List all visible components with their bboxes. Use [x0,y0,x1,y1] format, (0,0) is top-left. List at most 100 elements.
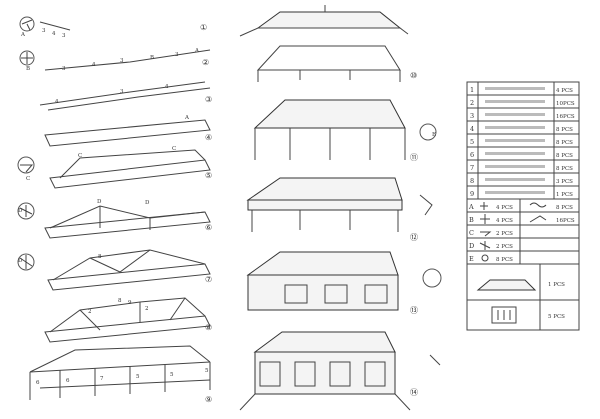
step-8-frame: 2 8 9 2 ⑧ [44,297,212,343]
sidewall-window-glyph [497,310,511,320]
label-5: 5 [170,372,174,378]
label-2: 2 [88,309,92,315]
connector-c-icon [20,164,34,173]
canopy-roof [246,251,399,276]
label-c: C [26,176,30,182]
step-number-1: ① [200,23,207,32]
pole-segment [39,21,71,31]
step-number-4: ④ [205,133,212,142]
label-b: B [150,55,154,61]
step-number-10: ⑩ [410,71,417,80]
stake-detail [429,354,441,366]
cover-glyph [476,279,537,291]
label-3: 3 [120,89,124,95]
connector-qty-e: 8 PCS [496,257,513,263]
part-no-1: 1 [470,86,474,94]
step-1-frame: A 3 4 3 ① [19,16,207,39]
connector-a-glyph [480,202,488,210]
label-8: 8 [98,254,102,260]
connector-rows: A 4 PCS 8 PCS B 4 PCS 16PCS C 2 PCS D 2 … [467,199,579,265]
label-a: A [194,48,200,54]
connector-id-b: B [469,216,474,224]
window [294,361,316,387]
label-d: D [18,258,23,264]
canopy-cover [256,11,402,29]
label-a: A [20,32,26,38]
part-no-3: 3 [470,112,474,120]
part-qty-5: 8 PCS [556,140,573,146]
connector-qty-d: 2 PCS [496,244,513,250]
canopy-roof [246,177,403,201]
part-no-4: 4 [470,125,474,133]
label-d: D [18,208,23,214]
step-number-5: ⑤ [205,171,212,180]
step-2-frame: B 3 4 3 B 3 A ② [19,48,211,72]
step-number-9: ⑨ [205,395,212,404]
base-rectangle [44,119,211,147]
pole-glyph [485,152,545,155]
window [364,361,386,387]
label-d: D [145,200,150,206]
step-13-walls: ⑬ [246,251,442,315]
connector-b-glyph [480,214,490,224]
step-number-12: ⑫ [410,233,418,242]
frame-outline [256,45,401,71]
connector-d-glyph [479,241,491,250]
connector-d-callout [17,253,35,271]
legs [29,362,211,400]
connector-e-callout [419,123,437,141]
part-qty-6: 8 PCS [556,153,573,159]
label-e: E [432,132,436,138]
connector-id-d: D [469,242,474,250]
eave-line [29,361,211,373]
part-qty-9: 1 PCS [556,192,573,198]
label-b: B [26,66,30,72]
legs [254,128,406,160]
step-3-frame: 4 3 4 ③ [39,81,212,111]
roof-truss [52,249,206,281]
valance [247,199,403,211]
window [324,284,348,304]
pole-glyph [485,178,545,181]
connector-qty-b: 4 PCS [496,218,513,224]
part-qty-8: 3 PCS [556,179,573,185]
ridge-line [59,149,206,179]
connector-qty-c: 2 PCS [496,231,513,237]
step-number-2: ② [202,58,209,67]
rafters [79,297,186,331]
label-d: D [97,199,102,205]
step-12-tent: ⑫ [246,177,433,242]
step-number-6: ⑥ [205,223,212,232]
window [284,284,308,304]
cover-qty: 1 PCS [548,282,565,288]
sidewall-qty: 5 PCS [548,314,565,320]
connector-c-callout [17,156,35,174]
label-9: 9 [128,300,132,306]
part-no-8: 8 [470,177,474,185]
parts-table: 1 4 PCS 2 10PCS 3 16PCS 4 8 PCS 5 8 PCS … [466,81,580,331]
part-no-2: 2 [470,99,474,107]
cover-row: 1 PCS 5 PCS [467,264,579,330]
hook-glyph [529,215,547,223]
connector-id-c: C [469,229,474,237]
connector-qty-a: 4 PCS [496,205,513,211]
step-4-frame: A ④ [44,115,212,147]
label-7: 7 [100,376,104,382]
step-10-canopy: ⑩ [239,5,417,82]
label-5: 5 [136,374,140,380]
side-wall [247,274,399,311]
table-border [466,81,580,331]
part-qty-3: 16PCS [556,114,575,120]
part-no-6: 6 [470,151,474,159]
label-4: 4 [52,31,56,37]
brace-line [39,379,211,389]
canopy-cover [253,99,406,129]
base-rectangle [44,211,211,239]
step-number-11: ⑪ [410,153,418,162]
step-number-8: ⑧ [205,323,212,332]
connector-b-icon [21,52,33,64]
clip-glyph [529,202,547,208]
canopy-roof [253,331,396,353]
part-qty-1: 4 PCS [556,88,573,94]
label-4: 4 [92,62,96,68]
